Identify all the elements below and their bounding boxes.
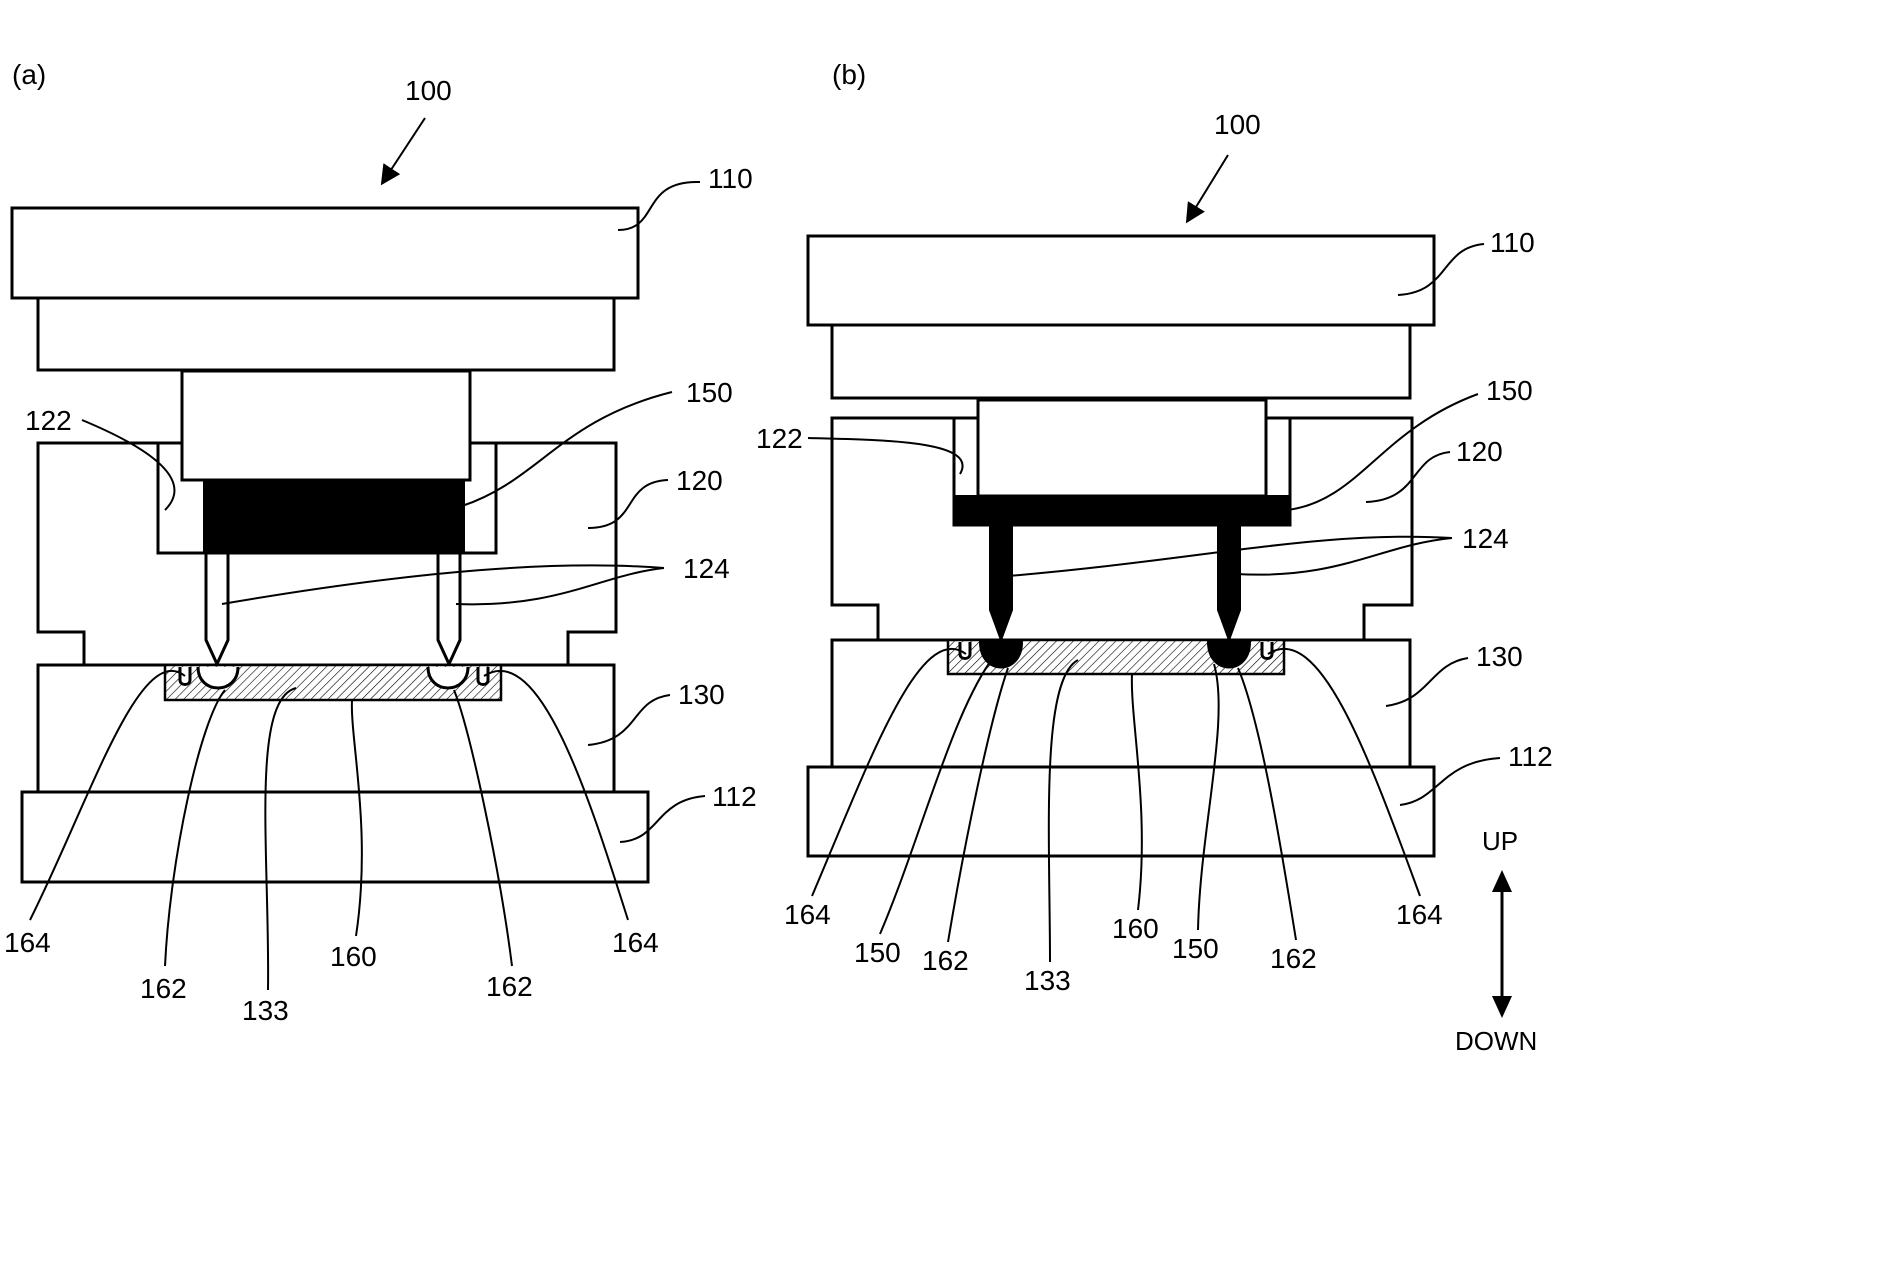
label-124-b: 124 <box>1462 523 1509 554</box>
label-162-right-b: 162 <box>1270 943 1317 974</box>
resin-150-top-b <box>954 496 1290 525</box>
label-122-b: 122 <box>756 423 803 454</box>
label-112-b: 112 <box>1508 741 1553 772</box>
label-160-a: 160 <box>330 941 377 972</box>
arrow-up-icon <box>1492 870 1512 892</box>
label-up: UP <box>1482 826 1518 856</box>
pin-124-right-a <box>438 553 460 664</box>
groove-164-right-b <box>1262 642 1272 659</box>
label-160-b: 160 <box>1112 913 1159 944</box>
plunger-block-b <box>978 400 1266 496</box>
label-120-b: 120 <box>1456 436 1503 467</box>
label-100-a: 100 <box>405 75 452 106</box>
upper-plate-110-a <box>12 208 638 298</box>
base-plate-112-b <box>808 767 1434 856</box>
figure-a: (a) 100 110 150 122 <box>4 59 757 1026</box>
label-122-a: 122 <box>25 405 72 436</box>
arrow-100-a <box>383 118 425 182</box>
label-164-right-b: 164 <box>1396 899 1443 930</box>
upper-plate-110-b <box>808 236 1434 325</box>
label-164-left-a: 164 <box>4 927 51 958</box>
label-150-left-b: 150 <box>854 937 901 968</box>
label-150-b: 150 <box>1486 375 1533 406</box>
label-120-a: 120 <box>676 465 723 496</box>
diagram-canvas: (a) 100 110 150 122 <box>0 0 1568 1056</box>
label-124-a: 124 <box>683 553 730 584</box>
label-112-a: 112 <box>712 781 757 812</box>
label-110-a: 110 <box>708 163 753 194</box>
label-150-right-b: 150 <box>1172 933 1219 964</box>
arrow-down-icon <box>1492 996 1512 1018</box>
label-130-b: 130 <box>1476 641 1523 672</box>
figure-b: (b) 100 110 150 122 120 124 130 <box>756 59 1553 996</box>
panel-label-a: (a) <box>12 59 46 90</box>
groove-164-right-a <box>478 667 488 685</box>
plunger-block-a <box>182 371 470 480</box>
label-150-a: 150 <box>686 377 733 408</box>
label-164-left-b: 164 <box>784 899 831 930</box>
resin-150-a <box>204 480 464 553</box>
panel-label-b: (b) <box>832 59 866 90</box>
label-162-right-a: 162 <box>486 971 533 1002</box>
upper-backing-a <box>38 298 614 370</box>
direction-indicator: UP DOWN <box>1455 826 1537 1056</box>
label-162-left-b: 162 <box>922 945 969 976</box>
label-100-b: 100 <box>1214 109 1261 140</box>
pin-124-left-a <box>206 553 228 664</box>
base-plate-112-a <box>22 792 648 882</box>
label-162-left-a: 162 <box>140 973 187 1004</box>
label-164-right-a: 164 <box>612 927 659 958</box>
label-110-b: 110 <box>1490 227 1535 258</box>
label-133-b: 133 <box>1024 965 1071 996</box>
label-down: DOWN <box>1455 1026 1537 1056</box>
upper-backing-b <box>832 325 1410 398</box>
label-133-a: 133 <box>242 995 289 1026</box>
arrow-100-b <box>1188 155 1228 220</box>
label-130-a: 130 <box>678 679 725 710</box>
